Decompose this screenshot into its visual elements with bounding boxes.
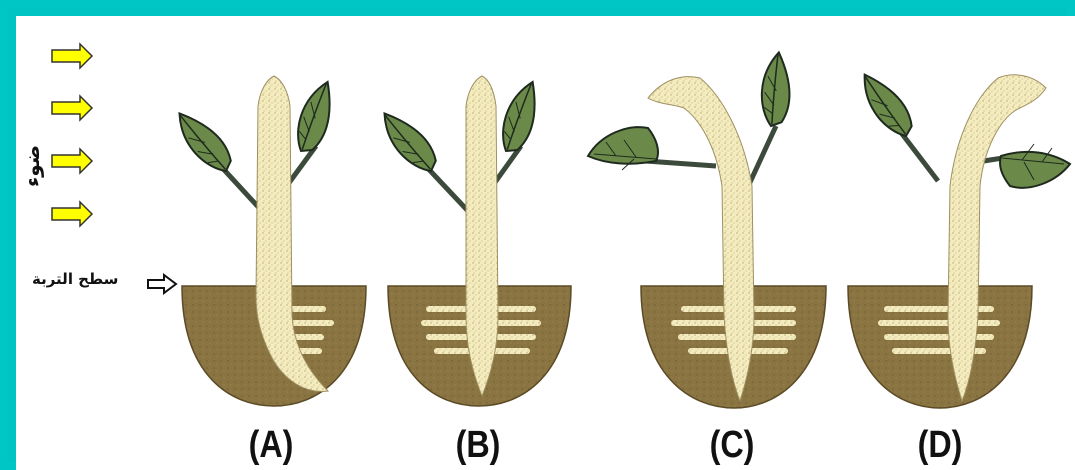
diagram-svg (16, 16, 1075, 470)
leaf (746, 51, 808, 129)
plant-label-d: (D) (906, 424, 974, 467)
leaf (382, 102, 439, 180)
stem (466, 76, 498, 396)
soil-pointer-icon (148, 275, 176, 293)
plant-label-c: (C) (698, 424, 766, 467)
plant-a (177, 76, 366, 406)
leaf (862, 66, 914, 143)
light-arrows (52, 44, 92, 226)
plant-c (588, 51, 826, 408)
plant-b (382, 76, 571, 406)
light-arrow-icon (52, 149, 92, 173)
light-arrow-icon (52, 202, 92, 226)
plant-d (848, 66, 1070, 408)
plant-label-b: (B) (444, 424, 512, 467)
leaf (177, 102, 234, 180)
leaf (1000, 152, 1070, 188)
light-arrow-icon (52, 96, 92, 120)
light-label: ضوء (20, 111, 50, 221)
soil-surface-label: سطح التربة (32, 270, 118, 288)
soil-pot (848, 286, 1032, 408)
diagram-canvas: ضوء سطح التربة (A) (B) (C) (D) (16, 16, 1075, 470)
leaf (280, 80, 352, 156)
light-arrow-icon (52, 44, 92, 68)
plant-label-a: (A) (237, 424, 305, 467)
